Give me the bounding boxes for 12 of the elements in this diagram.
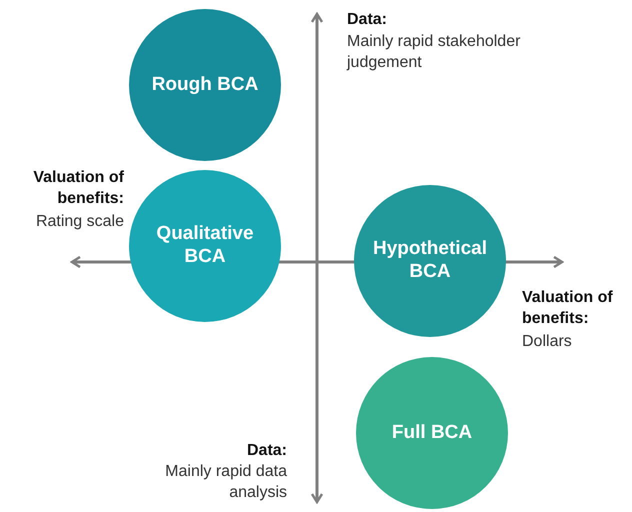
- circle-node: Hypothetical BCA: [354, 185, 506, 337]
- axis-description: Mainly rapid stakeholder judgement: [347, 32, 522, 73]
- axis-heading: Data:: [246, 441, 287, 461]
- circle-node: Full BCA: [356, 357, 508, 509]
- circle-node: Rough BCA: [129, 9, 281, 161]
- axis-description: Rating scale: [34, 212, 124, 232]
- axis-heading: Data:: [347, 10, 388, 30]
- axis-description: Dollars: [522, 332, 573, 352]
- axis-heading: Valuation of benefits:: [522, 288, 614, 329]
- circle-node: Qualitative BCA: [129, 170, 281, 322]
- axis-heading: Valuation of benefits:: [32, 168, 124, 209]
- axis-description: Mainly rapid data analysis: [164, 462, 287, 503]
